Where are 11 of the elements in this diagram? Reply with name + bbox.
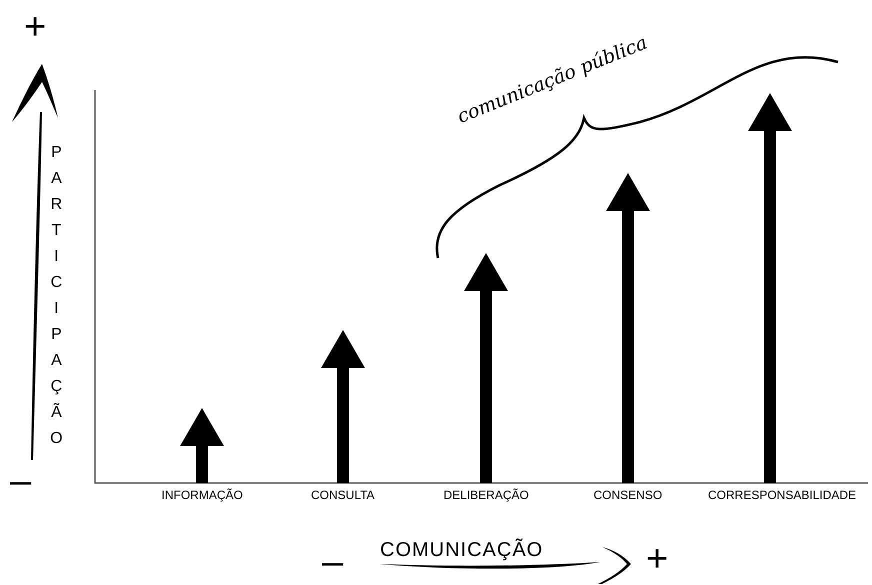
axis-label: PARTICIPAÇÃO [50, 143, 63, 449]
minus-sign: – [10, 462, 32, 500]
plus-sign: + [646, 540, 668, 578]
category-label: DELIBERAÇÃO [444, 489, 529, 501]
category-label: CONSENSO [594, 489, 662, 501]
minus-sign: – [322, 543, 344, 581]
plus-sign: + [24, 8, 46, 46]
category-label: CORRESPONSABILIDADE [708, 489, 856, 501]
category-label: INFORMAÇÃO [162, 489, 243, 501]
category-label: CONSULTA [311, 489, 375, 501]
axis-label: COMUNICAÇÃO [380, 540, 544, 560]
